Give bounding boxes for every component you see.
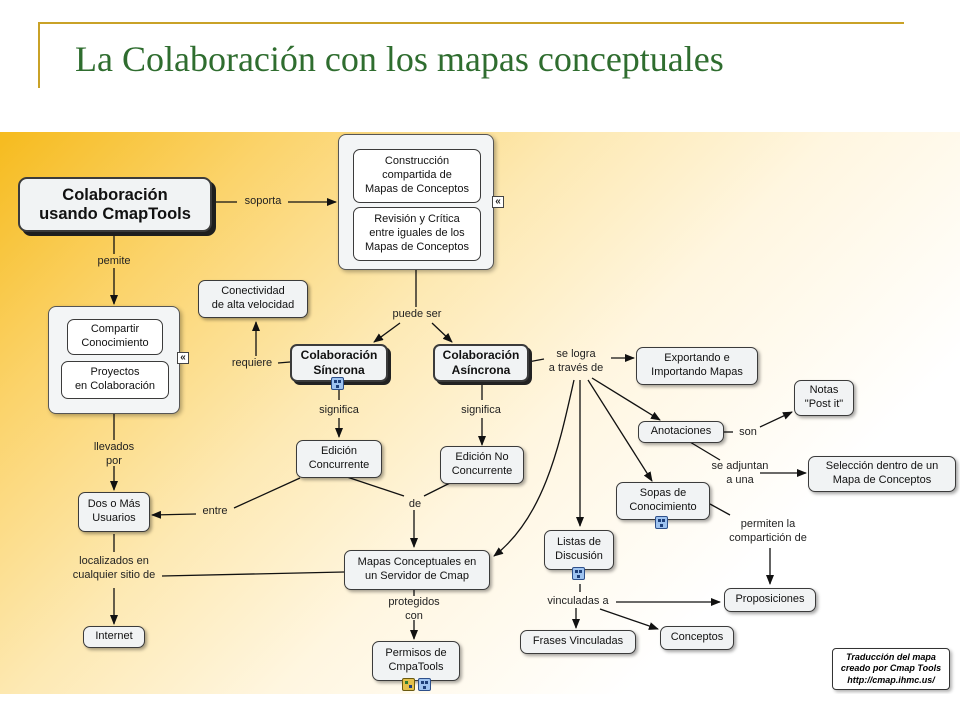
concept-frases[interactable]: Frases Vinculadas: [520, 630, 636, 654]
link-label-vinculadas: vinculadas a: [547, 595, 609, 607]
cmap-resource-icon[interactable]: [331, 377, 344, 390]
concept-dos-usuarios[interactable]: Dos o Más Usuarios: [78, 492, 150, 532]
concept-notas[interactable]: Notas "Post it": [794, 380, 854, 416]
concept-colaboracion-cmaptools[interactable]: Colaboración usando CmapTools: [18, 177, 212, 232]
cmap-resource-icon[interactable]: [572, 567, 585, 580]
concept-sopas[interactable]: Sopas de Conocimiento: [616, 482, 710, 520]
link-label-pemite: pemite: [97, 255, 131, 267]
link-line: [373, 322, 401, 343]
concept-map: Colaboración usando CmapTools Construcci…: [0, 132, 960, 694]
link-label-significa-asincrona: significa: [461, 404, 501, 416]
concept-group-construccion[interactable]: Construcción compartida de Mapas de Conc…: [338, 134, 494, 270]
link-line: [709, 503, 731, 516]
concept-anotaciones[interactable]: Anotaciones: [638, 421, 724, 443]
concept-conectividad[interactable]: Conectividad de alta velocidad: [198, 280, 308, 318]
expander-icon[interactable]: «: [177, 352, 189, 364]
concept-edicion-concurrente[interactable]: Edición Concurrente: [296, 440, 382, 478]
link-label-son: son: [739, 426, 757, 438]
link-line: [599, 608, 659, 630]
image-resource-icon[interactable]: [402, 678, 415, 691]
link-label-llevados-por: llevados por: [93, 441, 135, 467]
concept-edicion-no-concurrente[interactable]: Edición No Concurrente: [440, 446, 524, 484]
link-label-entre: entre: [202, 505, 228, 517]
link-line: [161, 571, 345, 577]
link-line: [689, 441, 721, 461]
cmap-resource-icon[interactable]: [655, 516, 668, 529]
link-line: [151, 510, 197, 519]
link-label-permiten: permiten la compartición de: [729, 518, 807, 544]
concept-exportando[interactable]: Exportando e Importando Mapas: [636, 347, 758, 385]
link-label-se-logra: se logra a través de: [548, 348, 604, 374]
link-line: [527, 358, 545, 363]
link-label-se-adjuntan: se adjuntan a una: [711, 460, 769, 486]
concept-conceptos[interactable]: Conceptos: [660, 626, 734, 650]
concept-proyectos[interactable]: Proyectos en Colaboración: [61, 361, 169, 399]
link-line: [493, 379, 575, 557]
concept-group-compartir[interactable]: Compartir Conocimiento Proyectos en Cola…: [48, 306, 180, 414]
link-label-soporta: soporta: [244, 195, 282, 207]
concept-construccion[interactable]: Construcción compartida de Mapas de Conc…: [353, 149, 481, 203]
link-label-puede-ser: puede ser: [392, 308, 442, 320]
concept-internet[interactable]: Internet: [83, 626, 145, 648]
link-line: [591, 377, 661, 421]
title-rule-horizontal: [38, 22, 904, 24]
link-line: [587, 379, 653, 482]
concept-map-links: [110, 198, 807, 640]
concept-proposiciones[interactable]: Proposiciones: [724, 588, 816, 612]
slide-title: La Colaboración con los mapas conceptual…: [75, 39, 724, 79]
link-label-requiere: requiere: [231, 357, 273, 369]
link-line: [277, 361, 291, 364]
link-line: [431, 322, 453, 343]
expander-icon[interactable]: «: [492, 196, 504, 208]
link-line: [233, 477, 301, 509]
concept-permisos[interactable]: Permisos de CmpaTools: [372, 641, 460, 681]
concept-revision[interactable]: Revisión y Crítica entre iguales de los …: [353, 207, 481, 261]
concept-compartir[interactable]: Compartir Conocimiento: [67, 319, 163, 355]
credit-note: Traducción del mapa creado por Cmap Tool…: [832, 648, 950, 690]
link-label-localizados: localizados en cualquier sitio de: [72, 555, 156, 581]
link-line: [759, 411, 793, 428]
cmap-resource-icon[interactable]: [418, 678, 431, 691]
link-label-significa-sincrona: significa: [319, 404, 359, 416]
concept-asincrona[interactable]: Colaboración Asíncrona: [433, 344, 529, 382]
concept-mapas-servidor[interactable]: Mapas Conceptuales en un Servidor de Cma…: [344, 550, 490, 590]
link-label-de: de: [408, 498, 422, 510]
concept-listas[interactable]: Listas de Discusión: [544, 530, 614, 570]
link-label-protegidos: protegidos con: [388, 596, 440, 622]
title-rule-vertical: [38, 22, 40, 88]
concept-seleccion[interactable]: Selección dentro de un Mapa de Conceptos: [808, 456, 956, 492]
